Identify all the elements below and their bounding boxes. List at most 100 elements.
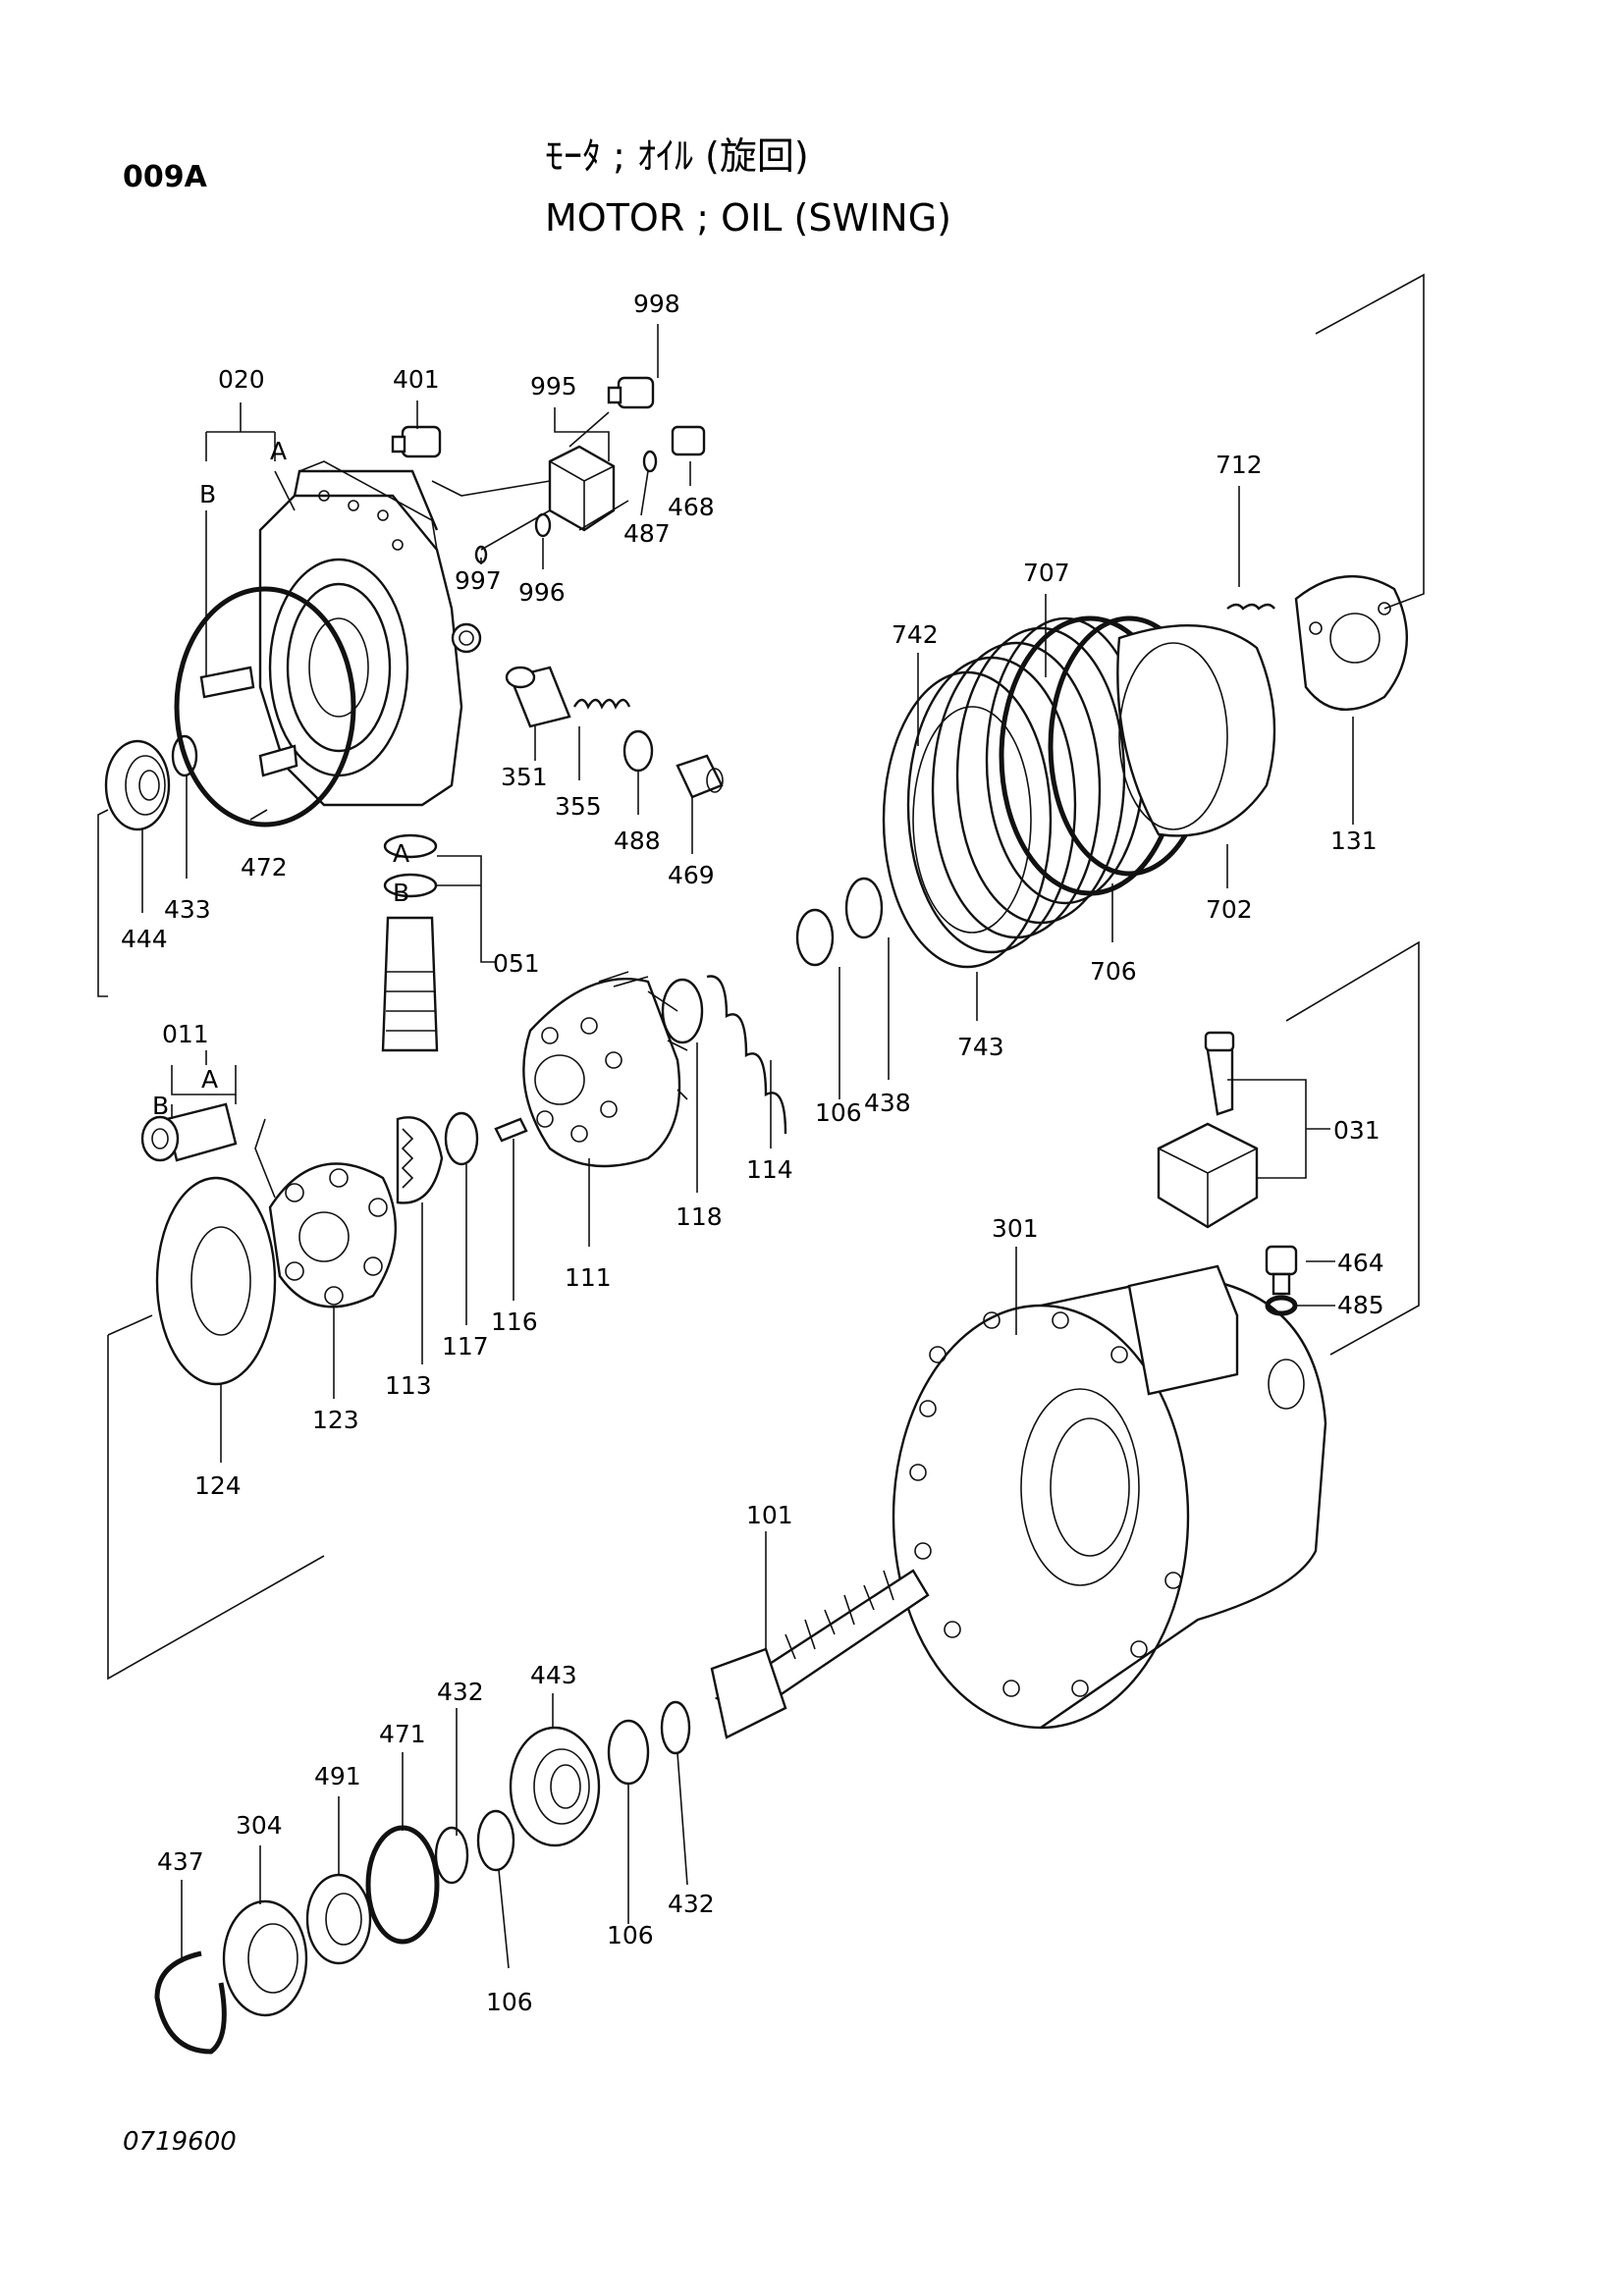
bearing-304: [222, 1899, 308, 2017]
callout-438: 438: [864, 1089, 911, 1117]
callout-131: 131: [1330, 827, 1378, 855]
label-a-051: A: [393, 839, 409, 868]
retainer-plate-123: [268, 1162, 398, 1308]
callout-996: 996: [518, 578, 566, 607]
callout-444: 444: [121, 925, 168, 953]
spring-355: [572, 698, 631, 710]
snap-ring-432-lower: [434, 1826, 469, 1885]
callout-487: 487: [623, 519, 671, 548]
callout-401: 401: [393, 365, 440, 394]
callout-355: 355: [555, 792, 602, 821]
callout-111: 111: [565, 1263, 612, 1292]
callout-995: 995: [530, 372, 577, 400]
callout-301: 301: [992, 1214, 1039, 1243]
spherical-bush-113: [396, 1116, 444, 1204]
plug-469: [676, 754, 724, 799]
reference-number: 0719600: [123, 2127, 237, 2157]
ring-118: [661, 978, 704, 1044]
bearing-443: [509, 1726, 601, 1847]
callout-488: 488: [614, 827, 661, 855]
plug-468: [671, 425, 706, 456]
title-japanese: ﾓｰﾀ ; ｵｲﾙ (旋回): [545, 134, 809, 178]
label-b-011: B: [152, 1092, 169, 1120]
shaft-101: [710, 1569, 930, 1739]
valve-plate-131: [1294, 574, 1409, 711]
callout-472: 472: [241, 853, 288, 881]
callout-116: 116: [491, 1308, 538, 1336]
callout-706: 706: [1090, 957, 1137, 986]
callout-020: 020: [218, 365, 265, 394]
o-ring-485: [1265, 1295, 1298, 1316]
callout-432-upper: 432: [437, 1678, 484, 1706]
callout-712: 712: [1216, 451, 1263, 479]
bearing-444: [104, 739, 171, 831]
o-ring-488: [622, 729, 654, 773]
valve-casing-020: [199, 460, 482, 807]
label-a-020: A: [270, 437, 287, 465]
ring-106-lower: [476, 1809, 515, 1872]
callout-702: 702: [1206, 895, 1253, 924]
label-a-011: A: [201, 1065, 218, 1094]
valve-block-995: [548, 445, 616, 532]
piston-011: [140, 1102, 238, 1162]
plug-464: [1265, 1245, 1298, 1296]
spring-114: [706, 975, 787, 1135]
snap-ring-432-upper: [660, 1700, 691, 1755]
callout-101: 101: [746, 1501, 793, 1529]
pin-116: [494, 1117, 528, 1143]
callout-443: 443: [530, 1661, 577, 1689]
ring-106-middle: [607, 1719, 650, 1786]
callout-031: 031: [1333, 1116, 1380, 1145]
callout-485: 485: [1337, 1291, 1384, 1319]
callout-742: 742: [892, 620, 939, 649]
callout-106-upper: 106: [815, 1098, 862, 1127]
callout-114: 114: [746, 1155, 793, 1184]
seal-491: [305, 1873, 372, 1965]
relief-valve-051: [381, 916, 439, 1052]
callout-124: 124: [194, 1471, 242, 1500]
callout-437: 437: [157, 1847, 204, 1876]
plunger-351: [505, 666, 571, 728]
callout-998: 998: [633, 290, 680, 318]
callout-304: 304: [236, 1811, 283, 1840]
callout-113: 113: [385, 1371, 432, 1400]
callout-117: 117: [442, 1332, 489, 1361]
callout-011: 011: [162, 1020, 209, 1048]
spacer-117: [444, 1111, 479, 1166]
label-b-020: B: [199, 480, 216, 508]
callout-123: 123: [312, 1406, 359, 1434]
callout-468: 468: [668, 493, 715, 521]
o-ring-487: [642, 450, 658, 473]
callout-469: 469: [668, 861, 715, 889]
label-b-051: B: [393, 879, 409, 907]
snap-ring-438: [844, 877, 884, 939]
o-ring-051b: [383, 873, 438, 898]
spring-712: [1226, 603, 1275, 611]
callout-432-lower: 432: [668, 1890, 715, 1918]
callout-464: 464: [1337, 1249, 1384, 1277]
callout-106-bottom: 106: [486, 1988, 533, 2016]
brake-piston-702: [1116, 624, 1276, 837]
callout-351: 351: [501, 763, 548, 791]
title-english: MOTOR ; OIL (SWING): [545, 196, 951, 240]
callout-433: 433: [164, 895, 211, 924]
shoe-plate-124: [155, 1176, 277, 1386]
screw-998: [607, 376, 655, 409]
o-ring-471: [365, 1825, 440, 1945]
callout-997: 997: [455, 566, 502, 595]
callout-707: 707: [1023, 559, 1070, 587]
callout-491: 491: [314, 1762, 361, 1790]
diagram-code: 009A: [123, 160, 208, 194]
callouts: 998 995 401 020 A B 468 487 997 996 712 …: [121, 290, 1384, 2016]
casing-301: [892, 1264, 1327, 1730]
screw-401: [391, 425, 442, 458]
callout-118: 118: [676, 1202, 723, 1231]
boundary-lines: [97, 273, 1425, 1681]
callout-743: 743: [957, 1033, 1004, 1061]
o-ring-472: [174, 586, 356, 828]
valve-031: [1157, 1031, 1259, 1229]
o-ring-051a: [383, 833, 438, 859]
callout-106-lower: 106: [607, 1921, 654, 1949]
callout-051: 051: [493, 949, 540, 978]
